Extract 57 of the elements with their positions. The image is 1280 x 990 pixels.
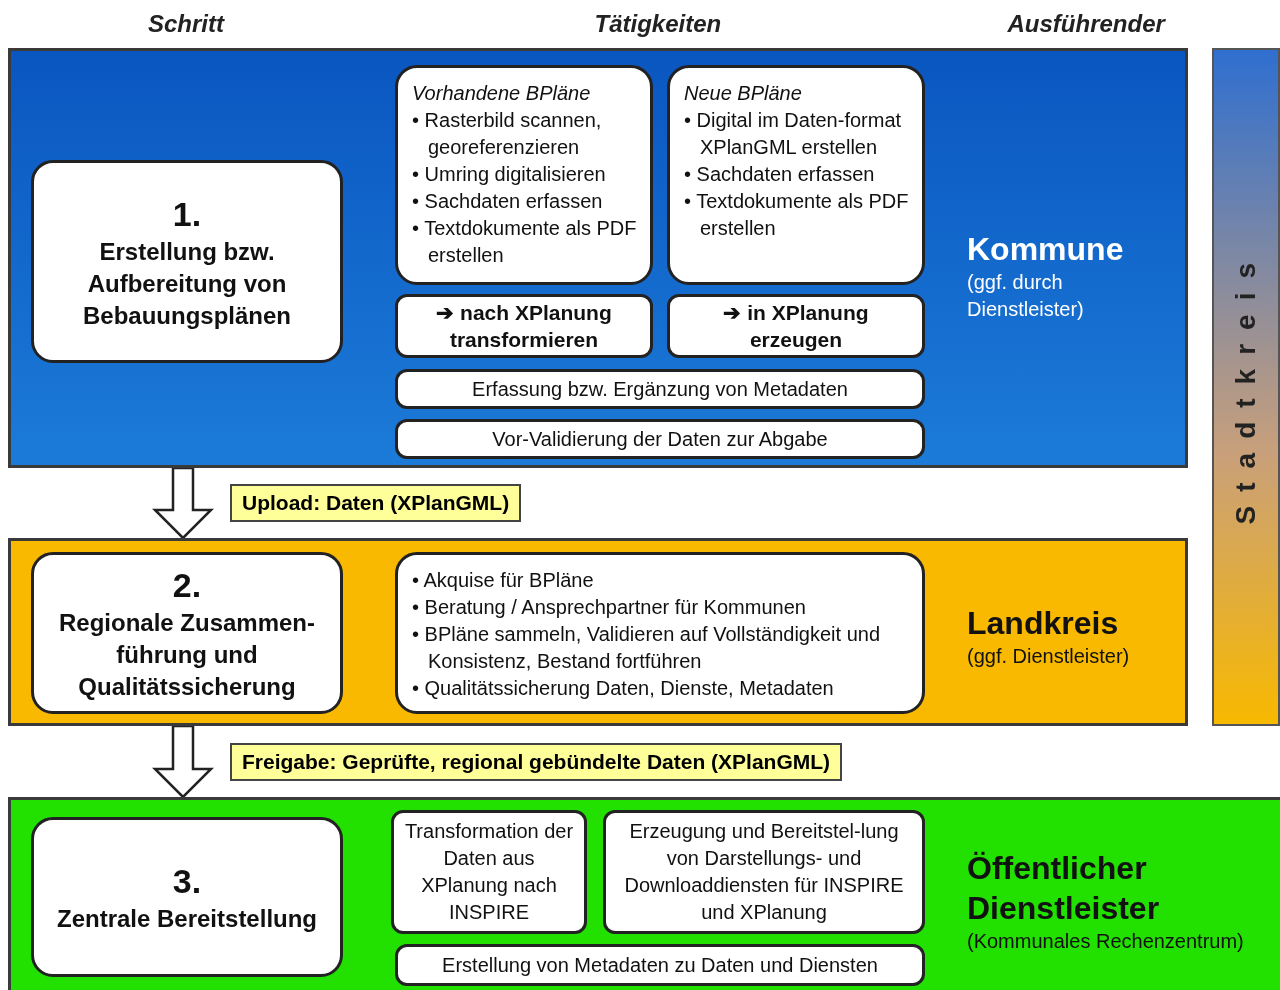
lane-subtitle: (Kommunales Rechenzentrum) [967,929,1244,954]
step-box [31,160,343,363]
box-heading: Vorhandene BPläne [412,81,592,106]
column-header: Ausführender [1007,10,1165,38]
task-text: Erfassung bzw. Ergänzung von Metadaten [471,376,849,402]
task-box [395,65,653,285]
edge-label: Upload: Daten (XPlanGML) [230,484,522,522]
list-item: • BPläne sammeln, Validieren auf Vollständigkeit und Konsistenz, Bestand fortführen [412,622,882,674]
task-text: ➔ in XPlanung erzeugen [722,300,870,353]
step-number: 1. [171,193,203,235]
lane-subtitle: (ggf. durch Dienstleister) [967,270,1085,322]
task-text: ➔ nach XPlanung transformieren [435,300,613,353]
list-item: • Qualitätssicherung Daten, Dienste, Metadaten [412,676,835,701]
lane-band [8,48,1188,468]
lane-title: Öffentlicher Dienstleister [967,849,1161,928]
side-label: Stadtkreis [1230,249,1262,525]
column-header: Schritt [148,10,224,38]
list-item: • Textdokumente als PDF erstellen [684,189,910,241]
task-box [395,369,925,409]
lane-band [8,538,1188,726]
list-item: • Textdokumente als PDF erstellen [412,216,638,268]
task-box [395,294,653,358]
task-box [391,810,587,934]
task-text: Transformation der Daten aus XPlanung nach INSPIRE [403,819,575,925]
step-title: Zentrale Bereitstellung [55,904,319,934]
box-heading: Neue BPläne [684,81,803,106]
column-header: Tätigkeiten [594,10,722,38]
list-item: • Digital im Daten-format XPlanGML erstellen [684,108,903,160]
task-text: Erstellung von Metadaten zu Daten und Diensten [441,952,879,978]
task-box [395,552,925,714]
task-box [603,810,925,934]
step-title: Regionale Zusammen-führung und Qualitätssicherung [57,608,317,702]
lane-band [8,797,1280,990]
task-box [667,294,925,358]
task-box [395,944,925,986]
step-number: 2. [171,565,203,606]
edge-label: Freigabe: Geprüfte, regional gebündelte Daten (XPlanGML) [230,742,843,781]
block-arrow [152,466,214,540]
step-box [31,817,343,977]
task-box [395,419,925,459]
task-box [667,65,925,285]
step-title: Erstellung bzw. Aufbereitung von Bebauungsplänen [82,236,292,331]
lane-title: Landkreis [967,604,1120,643]
list-item: • Beratung / Ansprechpartner für Kommunen [412,595,807,620]
list-item: • Akquise für BPläne [412,568,595,593]
step-box [31,552,343,714]
task-text: Vor-Validierung der Daten zur Abgabe [491,426,829,452]
block-arrow [152,724,214,799]
side-bar [1212,48,1280,726]
list-item: • Sachdaten erfassen [684,162,876,187]
list-item: • Sachdaten erfassen [412,189,604,214]
list-item: • Umring digitalisieren [412,162,607,187]
lane-subtitle: (ggf. Dienstleister) [967,644,1131,669]
step-number: 3. [171,861,203,902]
list-item: • Rasterbild scannen, georeferenzieren [412,108,603,160]
task-text: Erzeugung und Bereitstel-lung von Darstellungs- und Downloaddiensten für INSPIRE und XPlanung [623,819,905,925]
lane-title: Kommune [967,230,1125,269]
